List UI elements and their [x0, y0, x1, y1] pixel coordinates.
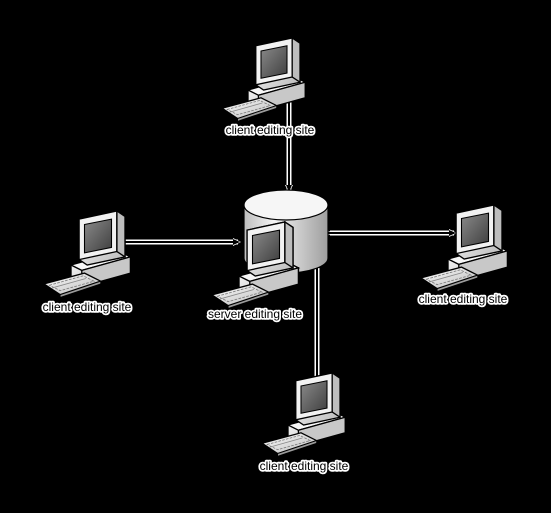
client-right-label: client editing site	[419, 292, 508, 306]
client-left-label: client editing site	[43, 300, 132, 314]
client-right-computer-icon	[420, 204, 509, 293]
server-label: server editing site	[208, 307, 302, 321]
connection-arrows	[120, 93, 457, 385]
client-bottom-label: client editing site	[260, 459, 349, 473]
client-top-label: client editing site	[226, 123, 315, 137]
server-computer-icon	[211, 221, 300, 310]
client-bottom-computer-icon	[261, 372, 346, 457]
client-top-computer-icon	[221, 37, 306, 122]
client-left-computer-icon	[43, 210, 132, 299]
